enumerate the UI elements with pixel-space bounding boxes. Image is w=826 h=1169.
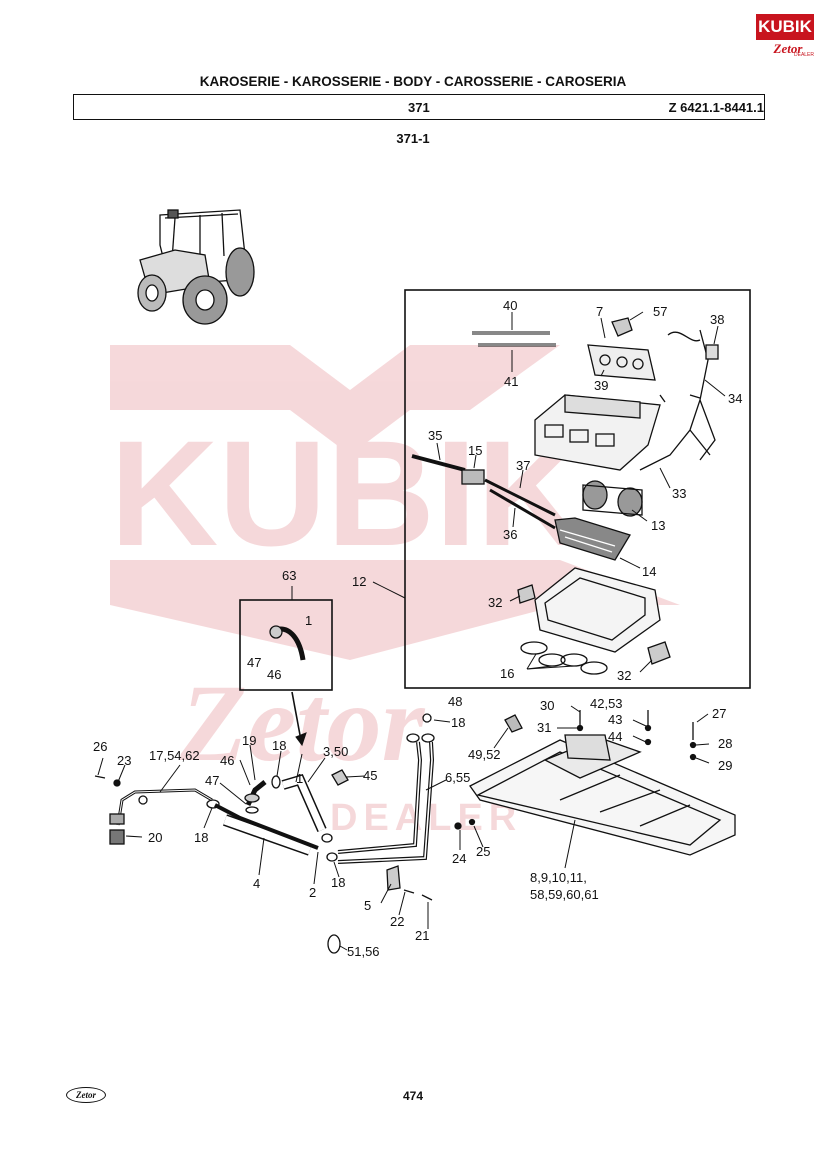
callout-8-9-10-11: 8,9,10,11, bbox=[530, 870, 587, 885]
callout-37: 37 bbox=[516, 458, 530, 473]
callout-25: 25 bbox=[476, 844, 490, 859]
callout-6-55: 6,55 bbox=[445, 770, 470, 785]
tractor-illustration bbox=[137, 209, 255, 325]
leader-lines bbox=[291, 311, 726, 747]
callout-31: 31 bbox=[537, 720, 551, 735]
callout-18-elbow: 18 bbox=[272, 738, 286, 753]
callout-46-detail: 46 bbox=[267, 667, 281, 682]
callout-42-53: 42,53 bbox=[590, 696, 623, 711]
callout-51-56: 51,56 bbox=[347, 944, 380, 959]
watermark-dealer: DEALER bbox=[330, 797, 522, 839]
callout-47-detail: 47 bbox=[247, 655, 261, 670]
callout-47: 47 bbox=[205, 773, 219, 788]
heater-assembly-parts bbox=[411, 317, 719, 675]
model-range: Z 6421.1-8441.1 bbox=[668, 100, 764, 115]
callout-3-50: 3,50 bbox=[323, 744, 348, 759]
callout-58-59-60-61: 58,59,60,61 bbox=[530, 887, 599, 902]
callout-16: 16 bbox=[500, 666, 514, 681]
callout-28: 28 bbox=[718, 736, 732, 751]
page-number: 474 bbox=[402, 1089, 424, 1103]
callout-43: 43 bbox=[608, 712, 622, 727]
callout-24: 24 bbox=[452, 851, 466, 866]
callout-labels: 40 7 57 38 41 39 34 35 15 37 33 13 36 14… bbox=[93, 298, 742, 959]
kubik-logo: KUBIK Zetor DEALER bbox=[756, 14, 815, 58]
zetor-logo-text: Zetor bbox=[773, 41, 803, 56]
callout-32-lower: 32 bbox=[617, 668, 631, 683]
callout-23: 23 bbox=[117, 753, 131, 768]
callout-46: 46 bbox=[220, 753, 234, 768]
callout-19: 19 bbox=[242, 733, 256, 748]
callout-44: 44 bbox=[608, 729, 622, 744]
callout-1: 1 bbox=[296, 771, 303, 786]
callout-1-detail: 1 bbox=[305, 613, 312, 628]
section-title: KAROSERIE - KAROSSERIE - BODY - CAROSSER… bbox=[199, 74, 627, 89]
header-box bbox=[73, 94, 765, 120]
callout-27: 27 bbox=[712, 706, 726, 721]
callout-39: 39 bbox=[594, 378, 608, 393]
callout-2: 2 bbox=[309, 885, 316, 900]
callout-49-52: 49,52 bbox=[468, 747, 501, 762]
callout-33: 33 bbox=[672, 486, 686, 501]
watermark-chevron-top bbox=[110, 345, 560, 455]
footer-zetor-logo: Zetor bbox=[66, 1087, 106, 1103]
callout-18-top: 18 bbox=[451, 715, 465, 730]
callout-15: 15 bbox=[468, 443, 482, 458]
callout-57: 57 bbox=[653, 304, 667, 319]
lower-assembly-parts bbox=[94, 625, 736, 954]
callout-34: 34 bbox=[728, 391, 742, 406]
callout-20: 20 bbox=[148, 830, 162, 845]
callout-36: 36 bbox=[503, 527, 517, 542]
callout-38: 38 bbox=[710, 312, 724, 327]
callout-7: 7 bbox=[596, 304, 603, 319]
callout-63: 63 bbox=[282, 568, 296, 583]
callout-5: 5 bbox=[364, 898, 371, 913]
callout-14: 14 bbox=[642, 564, 656, 579]
callout-21: 21 bbox=[415, 928, 429, 943]
callout-41: 41 bbox=[504, 374, 518, 389]
watermark-kubik: KUBIK bbox=[110, 409, 585, 577]
lower-leader-lines bbox=[97, 705, 710, 951]
watermark-chevron-bottom bbox=[110, 560, 680, 660]
callout-13: 13 bbox=[651, 518, 665, 533]
kubik-logo-text: KUBIK bbox=[756, 14, 814, 40]
callout-30: 30 bbox=[540, 698, 554, 713]
callout-26: 26 bbox=[93, 739, 107, 754]
callout-45: 45 bbox=[363, 768, 377, 783]
callout-17-54-62: 17,54,62 bbox=[149, 748, 200, 763]
heater-assembly-frame bbox=[404, 289, 751, 689]
dealer-logo-text: DEALER bbox=[794, 52, 815, 58]
callout-22: 22 bbox=[390, 914, 404, 929]
watermark-zetor: Zetor bbox=[179, 662, 426, 784]
callout-29: 29 bbox=[718, 758, 732, 773]
callout-48: 48 bbox=[448, 694, 462, 709]
callout-4: 4 bbox=[253, 876, 260, 891]
watermark: KUBIK Zetor DEALER bbox=[110, 345, 680, 839]
callout-32-upper: 32 bbox=[488, 595, 502, 610]
detail-frame bbox=[239, 599, 333, 691]
group-number: 371 bbox=[408, 100, 430, 115]
callout-18-bottom: 18 bbox=[331, 875, 345, 890]
callout-12: 12 bbox=[352, 574, 366, 589]
callout-18-left: 18 bbox=[194, 830, 208, 845]
callout-35: 35 bbox=[428, 428, 442, 443]
callout-40: 40 bbox=[503, 298, 517, 313]
subgroup-number: 371-1 bbox=[396, 131, 430, 146]
